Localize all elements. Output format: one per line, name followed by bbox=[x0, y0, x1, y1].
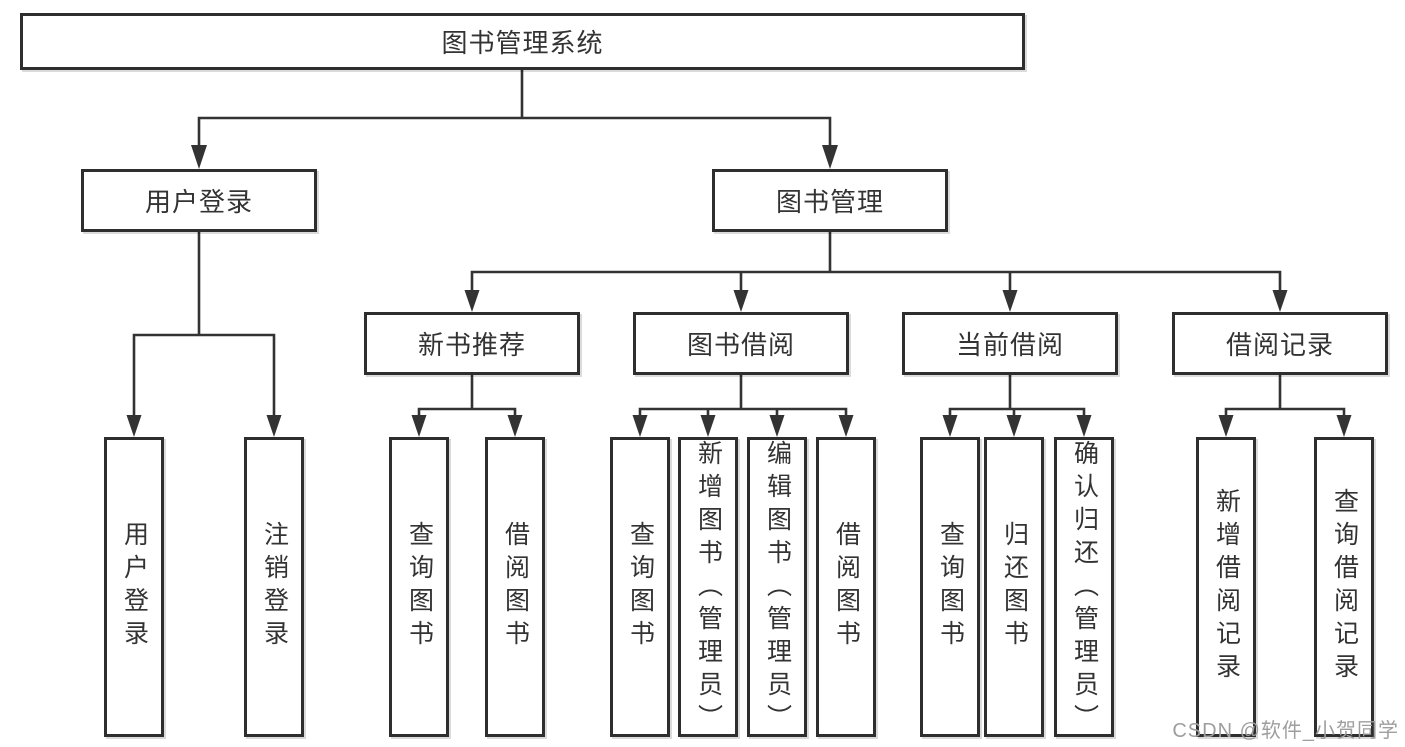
arrowhead bbox=[266, 415, 282, 437]
arrowhead bbox=[1272, 290, 1288, 312]
leaf-logout-label: 注销登录 bbox=[260, 521, 289, 653]
leaf-user-login-label: 用户登录 bbox=[120, 521, 149, 653]
arrowhead bbox=[733, 290, 749, 312]
arrowhead bbox=[1002, 290, 1018, 312]
node-new-book-recommend: 新书推荐 bbox=[364, 312, 580, 375]
node-root: 图书管理系统 bbox=[20, 13, 1025, 70]
arrowhead bbox=[700, 415, 716, 437]
leaf-query-books-current-label: 查询图书 bbox=[936, 521, 965, 653]
leaf-query-books-borrow-label: 查询图书 bbox=[626, 521, 655, 653]
leaf-borrow-books-recommend-label: 借阅图书 bbox=[501, 521, 530, 653]
node-current-borrow: 当前借阅 bbox=[902, 312, 1118, 375]
connector-book-borrow-leaves bbox=[638, 375, 848, 419]
node-book-management-label: 图书管理 bbox=[775, 187, 884, 217]
arrowhead bbox=[632, 415, 648, 437]
node-user-login-label: 用户登录 bbox=[144, 187, 253, 217]
leaf-return-books: 归还图书 bbox=[984, 437, 1044, 737]
arrowhead bbox=[838, 415, 854, 437]
arrowhead bbox=[822, 145, 838, 169]
leaf-add-books-admin: 新增图书（管理员） bbox=[678, 437, 738, 737]
leaf-edit-books-admin-label: 编辑图书（管理员） bbox=[763, 440, 792, 737]
leaf-borrow-books-recommend: 借阅图书 bbox=[485, 437, 545, 737]
arrowhead bbox=[942, 415, 958, 437]
arrowhead bbox=[1006, 415, 1022, 437]
leaf-query-borrow-record: 查询借阅记录 bbox=[1314, 437, 1374, 737]
connector-new-book-leaves bbox=[417, 375, 517, 419]
leaf-confirm-return-admin: 确认归还（管理员） bbox=[1054, 437, 1114, 737]
leaf-confirm-return-admin-label: 确认归还（管理员） bbox=[1070, 440, 1099, 737]
connector-book-mgmt-groups bbox=[470, 232, 1282, 294]
leaf-query-books-recommend-label: 查询图书 bbox=[405, 521, 434, 653]
node-user-login: 用户登录 bbox=[81, 169, 317, 232]
leaf-add-books-admin-label: 新增图书（管理员） bbox=[694, 440, 723, 737]
leaf-query-books-current: 查询图书 bbox=[920, 437, 980, 737]
leaf-query-borrow-record-label: 查询借阅记录 bbox=[1330, 488, 1359, 686]
node-borrow-records-label: 借阅记录 bbox=[1225, 330, 1334, 360]
csdn-watermark: CSDN @软件_小贺同学 bbox=[1172, 720, 1399, 742]
arrowhead bbox=[464, 290, 480, 312]
leaf-user-login: 用户登录 bbox=[104, 437, 164, 737]
leaf-edit-books-admin: 编辑图书（管理员） bbox=[747, 437, 807, 737]
leaf-logout: 注销登录 bbox=[244, 437, 304, 737]
connector-current-borrow-leaves bbox=[948, 375, 1086, 419]
node-book-management: 图书管理 bbox=[712, 169, 948, 232]
arrowhead bbox=[411, 415, 427, 437]
leaf-query-books-recommend: 查询图书 bbox=[389, 437, 449, 737]
arrowhead bbox=[1076, 415, 1092, 437]
leaf-borrow-books: 借阅图书 bbox=[816, 437, 876, 737]
arrowhead bbox=[191, 145, 207, 169]
node-current-borrow-label: 当前借阅 bbox=[955, 330, 1064, 360]
node-book-borrow: 图书借阅 bbox=[633, 312, 849, 375]
arrowhead bbox=[1218, 415, 1234, 437]
leaf-query-books-borrow: 查询图书 bbox=[610, 437, 670, 737]
leaf-add-borrow-record-label: 新增借阅记录 bbox=[1212, 488, 1241, 686]
arrowhead bbox=[126, 415, 142, 437]
arrowhead bbox=[507, 415, 523, 437]
arrowhead bbox=[1336, 415, 1352, 437]
connector-borrow-records-leaves bbox=[1224, 375, 1346, 419]
leaf-add-borrow-record: 新增借阅记录 bbox=[1196, 437, 1256, 737]
arrowhead bbox=[769, 415, 785, 437]
connector-user-login-leaves bbox=[132, 232, 276, 419]
leaf-borrow-books-label: 借阅图书 bbox=[832, 521, 861, 653]
node-new-book-recommend-label: 新书推荐 bbox=[417, 330, 526, 360]
leaf-return-books-label: 归还图书 bbox=[1000, 521, 1029, 653]
connector-root-to-branches bbox=[197, 70, 832, 148]
node-book-borrow-label: 图书借阅 bbox=[686, 330, 795, 360]
node-borrow-records: 借阅记录 bbox=[1172, 312, 1388, 375]
node-root-label: 图书管理系统 bbox=[441, 28, 604, 58]
